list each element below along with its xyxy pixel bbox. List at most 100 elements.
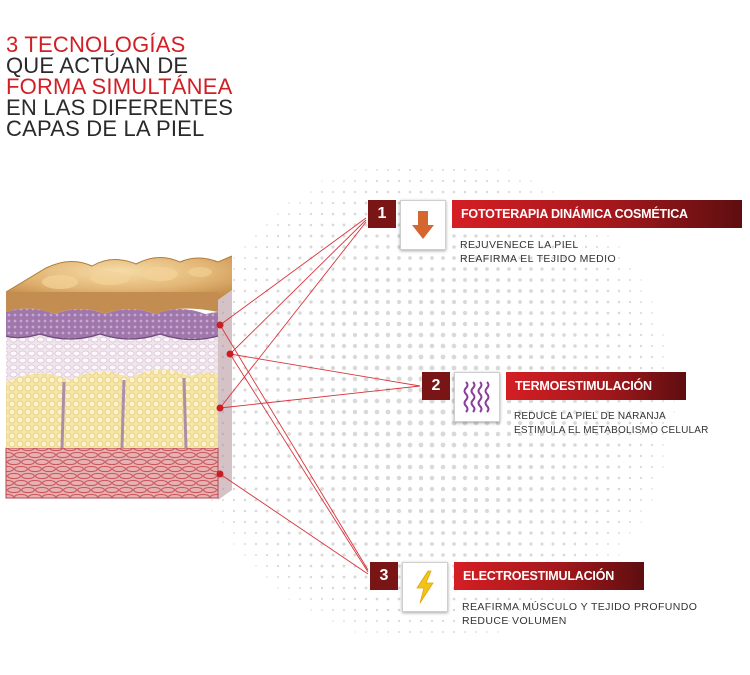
- halftone-dot: [396, 288, 402, 294]
- halftone-dot: [528, 354, 534, 360]
- halftone-dot: [243, 421, 247, 425]
- halftone-dot: [287, 454, 291, 458]
- halftone-dot: [309, 377, 313, 381]
- halftone-dot: [541, 609, 543, 611]
- halftone-dot: [640, 290, 642, 292]
- halftone-dot: [584, 465, 588, 469]
- halftone-dot: [232, 377, 236, 381]
- halftone-dot: [418, 475, 424, 481]
- halftone-dot: [562, 245, 566, 249]
- halftone-dot: [385, 431, 391, 437]
- halftone-dot: [364, 267, 368, 271]
- halftone-dot: [298, 300, 302, 304]
- halftone-dot: [407, 354, 413, 360]
- halftone-dot: [418, 442, 424, 448]
- halftone-dot: [232, 399, 236, 403]
- halftone-dot: [309, 520, 313, 524]
- halftone-dot: [396, 431, 402, 437]
- halftone-dot: [451, 497, 457, 503]
- halftone-dot: [441, 267, 445, 271]
- halftone-dot: [486, 169, 488, 171]
- halftone-dot: [606, 366, 610, 370]
- halftone-dot: [243, 388, 247, 392]
- halftone-dot: [353, 509, 357, 513]
- halftone-dot: [386, 179, 390, 183]
- halftone-dot: [606, 311, 610, 315]
- halftone-dot: [650, 355, 654, 359]
- halftone-dot: [330, 409, 336, 415]
- halftone-dot: [407, 299, 413, 305]
- halftone-dot: [496, 608, 500, 612]
- headline-line-1: 3 TECNOLOGÍAS: [6, 32, 186, 57]
- halftone-dot: [243, 498, 247, 502]
- headline-line-2: QUE ACTÚAN DE: [6, 53, 189, 78]
- skin-side-face: [218, 290, 232, 500]
- halftone-dot: [530, 191, 532, 193]
- halftone-dot: [629, 532, 631, 534]
- halftone-dot: [452, 597, 456, 601]
- halftone-dot: [595, 300, 599, 304]
- halftone-dot: [320, 487, 324, 491]
- halftone-dot: [562, 300, 566, 304]
- halftone-dot: [397, 553, 401, 557]
- halftone-dot: [584, 344, 588, 348]
- halftone-dot: [429, 420, 435, 426]
- halftone-dot: [397, 586, 401, 590]
- halftone-dot: [440, 310, 446, 316]
- halftone-dot: [440, 409, 446, 415]
- halftone-dot: [662, 334, 664, 336]
- halftone-dot: [507, 234, 511, 238]
- halftone-dot: [418, 354, 424, 360]
- halftone-dot: [375, 520, 379, 524]
- halftone-dot: [331, 597, 335, 601]
- halftone-dot: [474, 520, 478, 524]
- halftone-dot: [595, 509, 599, 513]
- halftone-dot: [606, 520, 610, 524]
- halftone-dot: [617, 300, 621, 304]
- halftone-dot: [573, 311, 577, 315]
- halftone-dot: [418, 310, 424, 316]
- halftone-dot: [617, 322, 621, 326]
- halftone-dot: [440, 497, 446, 503]
- halftone-dot: [232, 509, 236, 513]
- halftone-dot: [584, 322, 588, 326]
- halftone-dot: [452, 267, 456, 271]
- halftone-dot: [463, 234, 467, 238]
- halftone-dot: [551, 509, 555, 513]
- halftone-dot: [429, 365, 435, 371]
- halftone-dot: [397, 212, 401, 216]
- halftone-dot: [539, 365, 545, 371]
- halftone-dot: [364, 212, 368, 216]
- halftone-dot: [320, 531, 324, 535]
- halftone-dot: [342, 597, 346, 601]
- halftone-dot: [407, 486, 413, 492]
- halftone-dot: [452, 542, 456, 546]
- halftone-dot: [595, 245, 599, 249]
- halftone-dot: [309, 388, 313, 392]
- halftone-dot: [573, 443, 577, 447]
- halftone-dot: [474, 179, 478, 183]
- halftone-dot: [287, 333, 291, 337]
- halftone-dot: [418, 288, 424, 294]
- halftone-dot: [551, 531, 555, 535]
- halftone-dot: [287, 311, 291, 315]
- halftone-dot: [584, 476, 588, 480]
- halftone-dot: [573, 487, 577, 491]
- halftone-dot: [474, 531, 478, 535]
- halftone-dot: [331, 586, 335, 590]
- halftone-dot: [407, 365, 413, 371]
- point-dermis: [226, 350, 234, 358]
- halftone-dot: [331, 542, 335, 546]
- halftone-dot: [496, 542, 500, 546]
- halftone-dot: [474, 190, 478, 194]
- halftone-dot: [375, 267, 379, 271]
- halftone-dot: [551, 355, 555, 359]
- halftone-dot: [540, 465, 544, 469]
- halftone-dot: [277, 224, 279, 226]
- halftone-dot: [595, 366, 599, 370]
- halftone-dot: [320, 256, 324, 260]
- halftone-dot: [430, 278, 434, 282]
- halftone-dot: [320, 322, 324, 326]
- tech-3-number: 3: [370, 562, 398, 590]
- halftone-dot: [463, 256, 467, 260]
